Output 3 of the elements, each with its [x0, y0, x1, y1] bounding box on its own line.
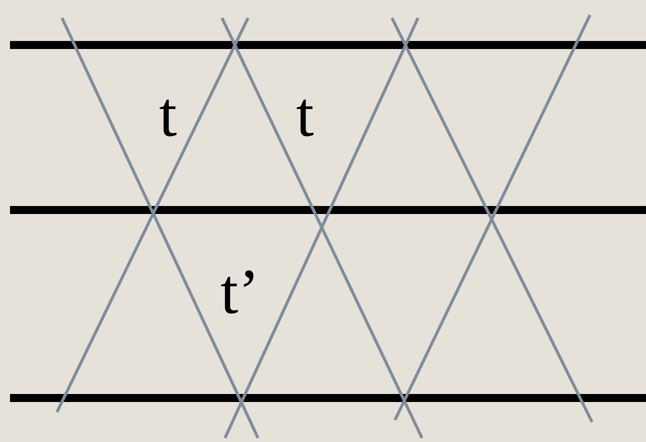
triangle-label: t: [160, 100, 177, 136]
triangle-label: t: [296, 100, 314, 136]
triangle-label: t’: [221, 270, 254, 314]
